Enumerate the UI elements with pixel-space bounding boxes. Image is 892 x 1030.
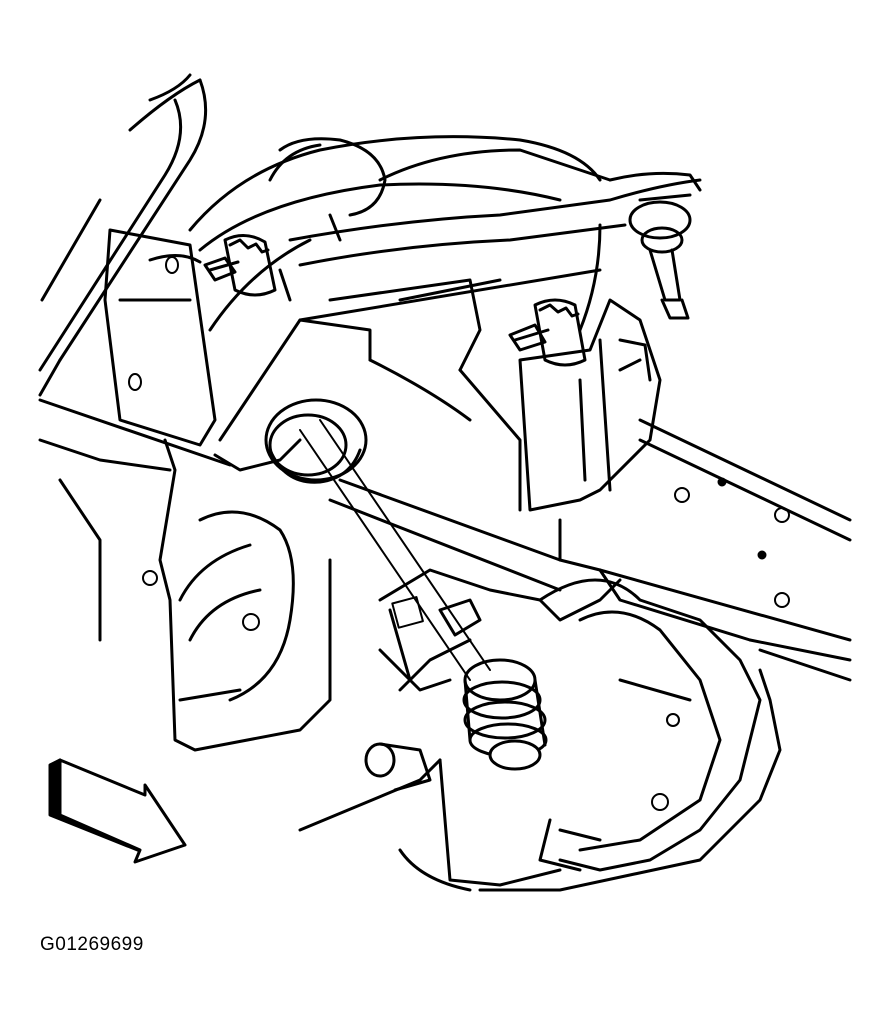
figure-id-label: G01269699 <box>40 934 144 955</box>
lower-bushing <box>462 658 548 771</box>
leader-line <box>299 419 491 681</box>
left-mounting-bracket <box>103 228 217 447</box>
upper-ball-joint <box>628 193 692 320</box>
frame-housing <box>198 182 602 512</box>
spring-seat <box>264 398 368 484</box>
left-frame-rail <box>38 73 232 642</box>
right-pivot-bolt <box>508 298 587 367</box>
forward-arrow-icon <box>48 758 187 864</box>
left-pivot-bolt <box>203 234 277 297</box>
upper-control-arm <box>188 135 702 302</box>
right-shock-bracket <box>518 298 662 512</box>
lower-arm-tube <box>364 742 432 792</box>
lower-control-arm <box>298 568 782 892</box>
lower-left-bracket <box>142 438 332 752</box>
